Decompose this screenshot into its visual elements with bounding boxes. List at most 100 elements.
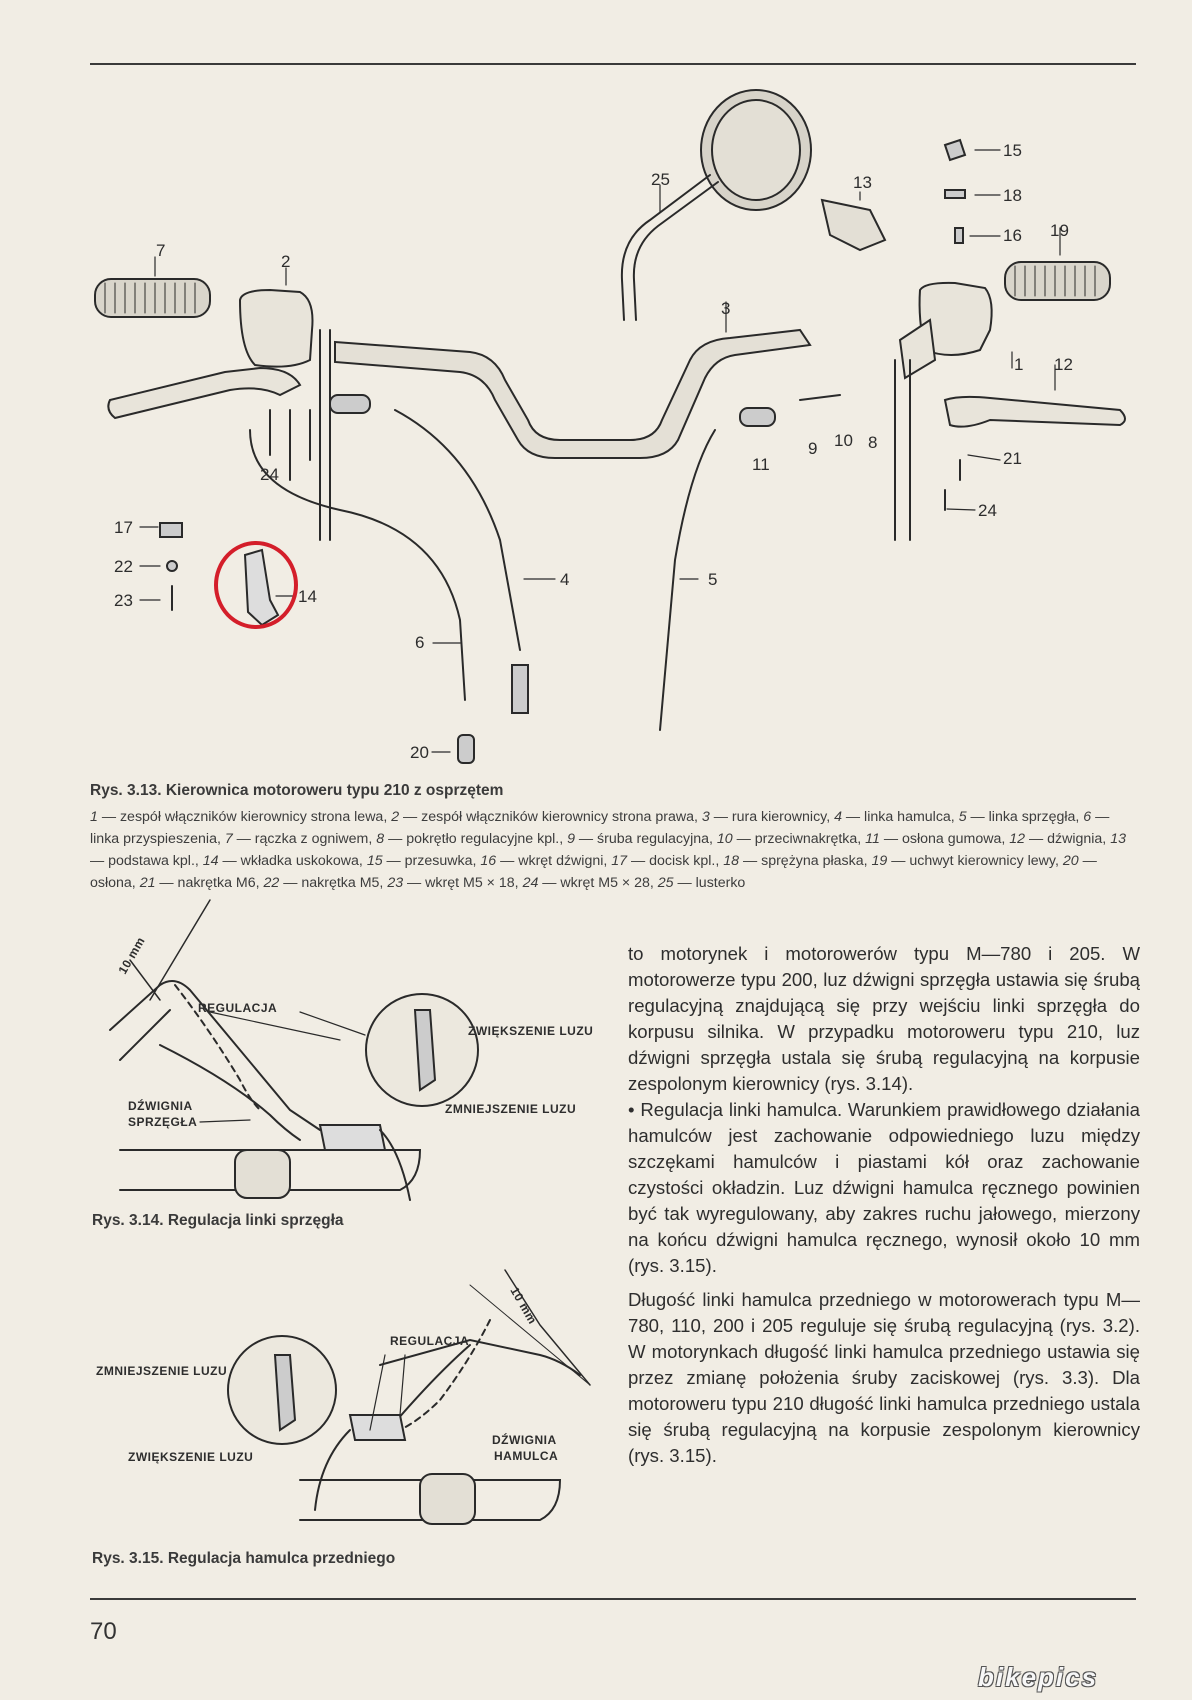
- bikepics-watermark: bikepics: [978, 1662, 1099, 1692]
- figure-314-caption: Rys. 3.14. Regulacja linki sprzęgła: [92, 1212, 344, 1229]
- cable-5: [659, 429, 716, 731]
- left-switch-housing: [238, 288, 314, 368]
- top-rule: [90, 63, 1136, 65]
- legend-text: — dźwignia,: [1025, 831, 1111, 847]
- legend-item: 15 — przesuwka,: [367, 853, 481, 869]
- part-label-25: 25: [651, 170, 670, 189]
- legend-text: — przesuwka,: [382, 853, 481, 869]
- legend-number: 1: [90, 809, 98, 825]
- part-label-14: 14: [298, 587, 317, 606]
- legend-text: — nakrętka M5,: [279, 875, 388, 891]
- legend-item: 9 — śruba regulacyjna,: [567, 831, 717, 847]
- legend-item: 8 — pokrętło regulacyjne kpl.,: [376, 831, 567, 847]
- legend-number: 23: [387, 875, 404, 891]
- legend-item: 14 — wkładka uskokowa,: [203, 853, 367, 869]
- part-label-22: 22: [114, 557, 133, 576]
- legend-text: — rura kierownicy,: [709, 809, 835, 825]
- highlight-circle: [214, 541, 298, 629]
- part-label-10: 10: [834, 431, 853, 450]
- legend-text: — osłona gumowa,: [879, 831, 1010, 847]
- legend-item: 2 — zespół włączników kierownicy strona …: [391, 809, 702, 825]
- legend-item: 19 — uchwyt kierownicy lewy,: [872, 853, 1063, 869]
- legend-text: — podstawa kpl.,: [90, 853, 203, 869]
- legend-item: 16 — wkręt dźwigni,: [480, 853, 611, 869]
- legend-item: 20 — osłona,: [90, 853, 1097, 891]
- legend-item: 3 — rura kierownicy,: [702, 809, 834, 825]
- body-text: to motorynek i motorowerów typu M—780 i …: [628, 941, 1140, 1469]
- part-label-9: 9: [808, 439, 817, 458]
- part-label-11: 11: [752, 455, 770, 474]
- part-label-12: 12: [1054, 355, 1073, 374]
- legend-number: 24: [522, 875, 539, 891]
- legend-number: 14: [202, 853, 219, 869]
- legend-number: 8: [376, 831, 385, 847]
- page-number: 70: [90, 1618, 117, 1645]
- legend-number: 6: [1083, 809, 1092, 825]
- part-label-15: 15: [1003, 141, 1022, 160]
- legend-item: 13 — podstawa kpl.,: [90, 831, 1126, 869]
- legend-text: — przeciwnakrętka,: [732, 831, 866, 847]
- legend-text: — linka hamulca,: [841, 809, 959, 825]
- legend-item: 1 — zespół włączników kierownicy strona …: [90, 809, 391, 825]
- bottom-rule: [90, 1598, 1136, 1600]
- legend-item: 5 — linka sprzęgła,: [959, 809, 1084, 825]
- legend-text: — nakrętka M6,: [155, 875, 264, 891]
- legend-text: — sprężyna płaska,: [739, 853, 872, 869]
- part-label-3: 3: [721, 299, 730, 318]
- legend-item: 24 — wkręt M5 × 28,: [523, 875, 658, 891]
- legend-number: 21: [139, 875, 156, 891]
- right-grip: [1004, 261, 1111, 301]
- legend-number: 20: [1062, 853, 1079, 869]
- right-lever: [943, 395, 1126, 428]
- legend-number: 11: [865, 831, 880, 847]
- legend-number: 2: [391, 809, 400, 825]
- part-14-insert: [243, 548, 280, 627]
- legend-text: — wkręt M5 × 28,: [538, 875, 658, 891]
- legend-text: — zespół włączników kierownicy strona le…: [97, 809, 392, 825]
- part-label-18: 18: [1003, 186, 1022, 205]
- legend-number: 12: [1009, 831, 1026, 847]
- part-label-24b: 24: [978, 501, 997, 520]
- legend-item: 12 — dźwignia,: [1009, 831, 1110, 847]
- part-label-20: 20: [410, 743, 429, 762]
- paragraph-2: • Regulacja linki hamulca. Warunkiem pra…: [628, 1099, 1140, 1276]
- legend-text: — uchwyt kierownicy lewy,: [887, 853, 1063, 869]
- legend-item: 23 — wkręt M5 × 18,: [387, 875, 522, 891]
- legend-number: 5: [958, 809, 967, 825]
- part-label-17: 17: [114, 518, 133, 537]
- legend-text: — linka sprzęgła,: [966, 809, 1084, 825]
- legend-item: 22 — nakrętka M5,: [264, 875, 388, 891]
- legend-number: 19: [871, 853, 888, 869]
- legend-number: 10: [716, 831, 733, 847]
- legend-text: — wkręt M5 × 18,: [403, 875, 523, 891]
- legend-item: 6 — linka przyspieszenia,: [90, 809, 1109, 847]
- legend-text: — docisk kpl.,: [627, 853, 724, 869]
- part-label-19: 19: [1050, 221, 1069, 240]
- legend-number: 18: [723, 853, 740, 869]
- legend-item: 11 — osłona gumowa,: [865, 831, 1009, 847]
- legend-number: 3: [701, 809, 710, 825]
- part-label-4: 4: [560, 570, 569, 589]
- figure-313-legend: 1 — zespół włączników kierownicy strona …: [90, 806, 1140, 894]
- legend-item: 4 — linka hamulca,: [834, 809, 959, 825]
- part-label-24a: 24: [260, 465, 279, 484]
- legend-item: 17 — docisk kpl.,: [611, 853, 723, 869]
- left-grip: [94, 278, 211, 318]
- legend-text: — wkładka uskokowa,: [218, 853, 367, 869]
- paragraph-3: Długość linki hamulca przedniego w motor…: [628, 1289, 1140, 1466]
- legend-text: — zespół włączników kierownicy strona pr…: [399, 809, 702, 825]
- part-label-2: 2: [281, 252, 290, 271]
- legend-number: 22: [263, 875, 280, 891]
- left-lever: [107, 366, 302, 420]
- part-label-5: 5: [708, 570, 717, 589]
- part-label-13: 13: [853, 173, 872, 192]
- cable-4: [394, 409, 521, 651]
- cable-6: [249, 429, 466, 701]
- paragraph-1: to motorynek i motorowerów typu M—780 i …: [628, 943, 1140, 1094]
- legend-number: 17: [611, 853, 628, 869]
- part-label-7: 7: [156, 241, 165, 260]
- figure-313-title: Rys. 3.13. Kierownica motoroweru typu 21…: [90, 782, 504, 799]
- legend-text: — pokrętło regulacyjne kpl.,: [384, 831, 568, 847]
- part-label-6: 6: [415, 633, 424, 652]
